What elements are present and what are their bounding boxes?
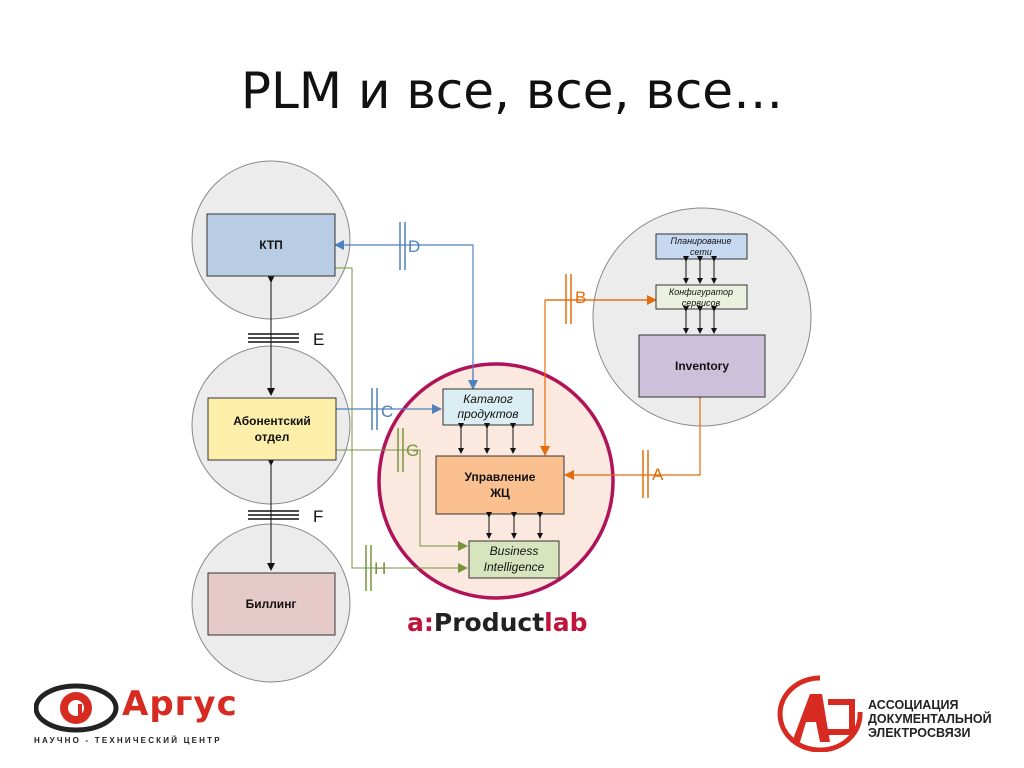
inventory-label: Inventory: [675, 359, 729, 373]
interface-d-label: D: [408, 237, 420, 256]
productlab-text-a: Product: [433, 608, 545, 637]
subscriber-box: [207, 397, 337, 461]
configurator-label-line1: Конфигуратор: [669, 287, 733, 297]
page-title: PLM и все, все, все…: [240, 62, 784, 120]
bi-box: [468, 540, 560, 579]
link-b-break: [565, 274, 572, 324]
bi-label-line1: Business: [490, 544, 539, 558]
association-line2: ДОКУМЕНТАЛЬНОЙ: [868, 712, 992, 726]
interface-f-label: F: [313, 507, 323, 526]
subscriber-label-line2: отдел: [255, 430, 290, 444]
planning-label-line2: сети: [690, 247, 712, 257]
link-h: [335, 267, 468, 573]
argus-name: Аргус: [122, 684, 238, 724]
bi-label-line2: Intelligence: [484, 560, 545, 574]
billing-label: Биллинг: [246, 597, 297, 611]
planning-label-line1: Планирование: [670, 236, 731, 246]
interface-a-label: A: [652, 465, 664, 484]
association-text: АССОЦИАЦИЯ ДОКУМЕНТАЛЬНОЙ ЭЛЕКТРОСВЯЗИ: [868, 698, 992, 740]
link-a-break: [642, 450, 649, 498]
billing-box: [207, 572, 336, 636]
interface-g-label: G: [406, 441, 419, 460]
lifecycle-bi-arrows: [486, 512, 543, 539]
lifecycle-label-line2: ЖЦ: [489, 486, 510, 500]
eye-icon: [34, 683, 119, 733]
separator-e: [248, 333, 299, 343]
catalog-lifecycle-arrows: [458, 423, 516, 454]
productlab-logo: a:Productlab: [407, 608, 588, 637]
association-logo: АССОЦИАЦИЯ ДОКУМЕНТАЛЬНОЙ ЭЛЕКТРОСВЯЗИ: [772, 672, 1002, 752]
planning-configurator-arrows: [683, 256, 717, 284]
interface-h-label: H: [374, 559, 386, 578]
configurator-inventory-arrows: [683, 306, 717, 334]
link-d-break: [399, 222, 406, 270]
catalog-label-line2: продуктов: [457, 407, 518, 421]
lifecycle-label-line1: Управление: [465, 470, 536, 484]
catalog-box: [442, 388, 534, 426]
association-line3: ЭЛЕКТРОСВЯЗИ: [868, 726, 971, 740]
link-a: [564, 390, 705, 480]
ktp-box: [206, 213, 336, 277]
ktp-label: КТП: [259, 238, 283, 252]
inventory-box: [638, 334, 766, 398]
association-emblem-icon: [777, 675, 863, 752]
link-h-break: [365, 545, 372, 591]
productlab-text-b: lab: [544, 608, 588, 637]
link-d: [334, 240, 474, 388]
subscriber-label-line1: Абонентский: [233, 414, 311, 428]
link-g-break: [397, 428, 404, 472]
interface-e-label: E: [313, 330, 324, 349]
argus-logo: Аргус НАУЧНО - ТЕХНИЧЕСКИЙ ЦЕНТР: [34, 682, 237, 752]
link-g: [336, 449, 468, 551]
configurator-label-line2: сервисов: [682, 298, 721, 308]
interface-b-label: B: [575, 288, 586, 307]
argus-subtitle: НАУЧНО - ТЕХНИЧЕСКИЙ ЦЕНТР: [34, 736, 222, 745]
interface-c-label: C: [381, 402, 393, 421]
lifecycle-box: [435, 455, 565, 515]
catalog-label-line1: Каталог: [463, 392, 513, 406]
separator-f: [248, 510, 299, 520]
link-c-break: [371, 388, 378, 430]
association-line1: АССОЦИАЦИЯ: [868, 698, 959, 712]
productlab-mark: a:: [407, 608, 434, 637]
